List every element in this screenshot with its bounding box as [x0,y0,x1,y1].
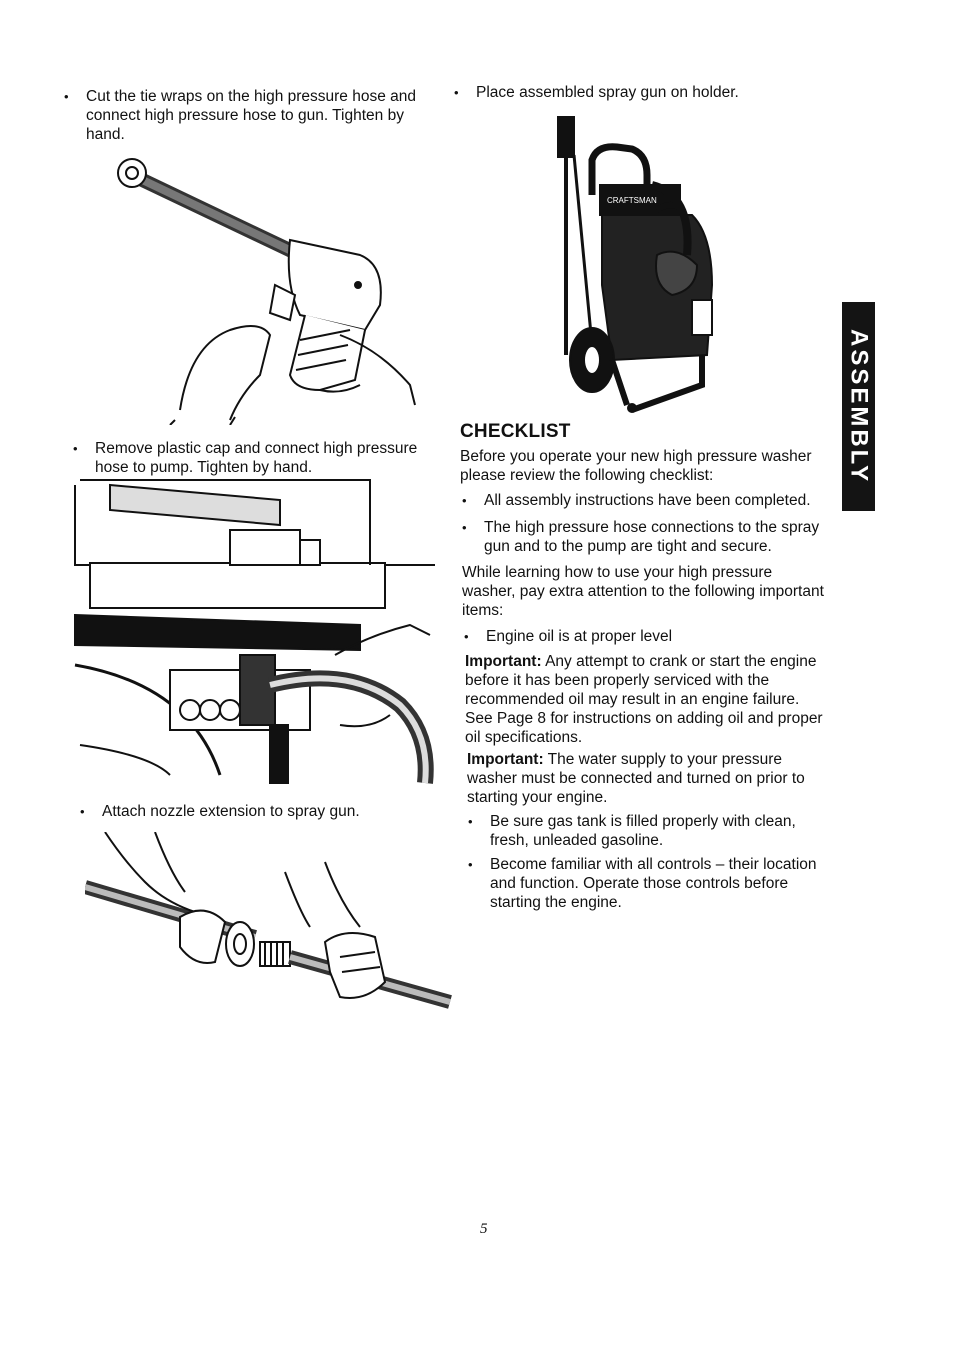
step-place-gun: Place assembled spray gun on holder. [454,83,796,102]
pressure-washer-illustration: CRAFTSMAN [557,116,714,413]
step-nozzle-extension: Attach nozzle extension to spray gun. [80,802,422,821]
checklist-intro: Before you operate your new high pressur… [460,448,812,484]
page-number: 5 [480,1221,488,1237]
step-hose-to-pump-text: Remove plastic cap and connect high pres… [95,440,418,476]
checklist-item-text: The high pressure hose connections to th… [484,519,820,555]
checklist-item-gas: Be sure gas tank is filled properly with… [468,812,825,850]
section-tab-label: ASSEMBLY [845,328,873,485]
important-note-water: Important: The water supply to your pres… [467,750,832,807]
hose-to-gun-illustration [117,158,416,425]
section-tab-assembly: ASSEMBLY [842,302,875,511]
important-note-oil: Important: Any attempt to crank or start… [465,652,830,747]
brand-label: CRAFTSMAN [607,196,657,205]
nozzle-extension-illustration [85,832,452,1009]
step-hose-to-pump: Remove plastic cap and connect high pres… [73,439,430,477]
important-label: Important: [467,751,544,768]
step-hose-to-gun: Cut the tie wraps on the high pressure h… [64,87,421,144]
while-learning-text: While learning how to use your high pres… [462,564,824,619]
important-label: Important: [465,653,542,670]
checklist-item-controls-text: Become familiar with all controls – thei… [490,856,817,911]
checklist-item-controls: Become familiar with all controls – thei… [468,855,830,912]
step-hose-to-gun-text: Cut the tie wraps on the high pressure h… [86,88,417,143]
important-text: Any attempt to crank or start the engine… [465,653,823,746]
step-nozzle-extension-text: Attach nozzle extension to spray gun. [102,803,360,820]
checklist-item-oil-text: Engine oil is at proper level [486,628,673,645]
step-place-gun-text: Place assembled spray gun on holder. [476,84,739,101]
important-text: The water supply to your pressure washer… [467,751,805,806]
hose-to-pump-illustration [74,479,435,784]
checklist-item-text: All assembly instructions have been comp… [484,492,811,509]
checklist-item: The high pressure hose connections to th… [462,518,824,556]
checklist-item-gas-text: Be sure gas tank is filled properly with… [490,813,796,849]
checklist-item: All assembly instructions have been comp… [462,491,819,510]
checklist-heading: CHECKLIST [460,421,571,442]
checklist-item-oil: Engine oil is at proper level [464,627,816,646]
